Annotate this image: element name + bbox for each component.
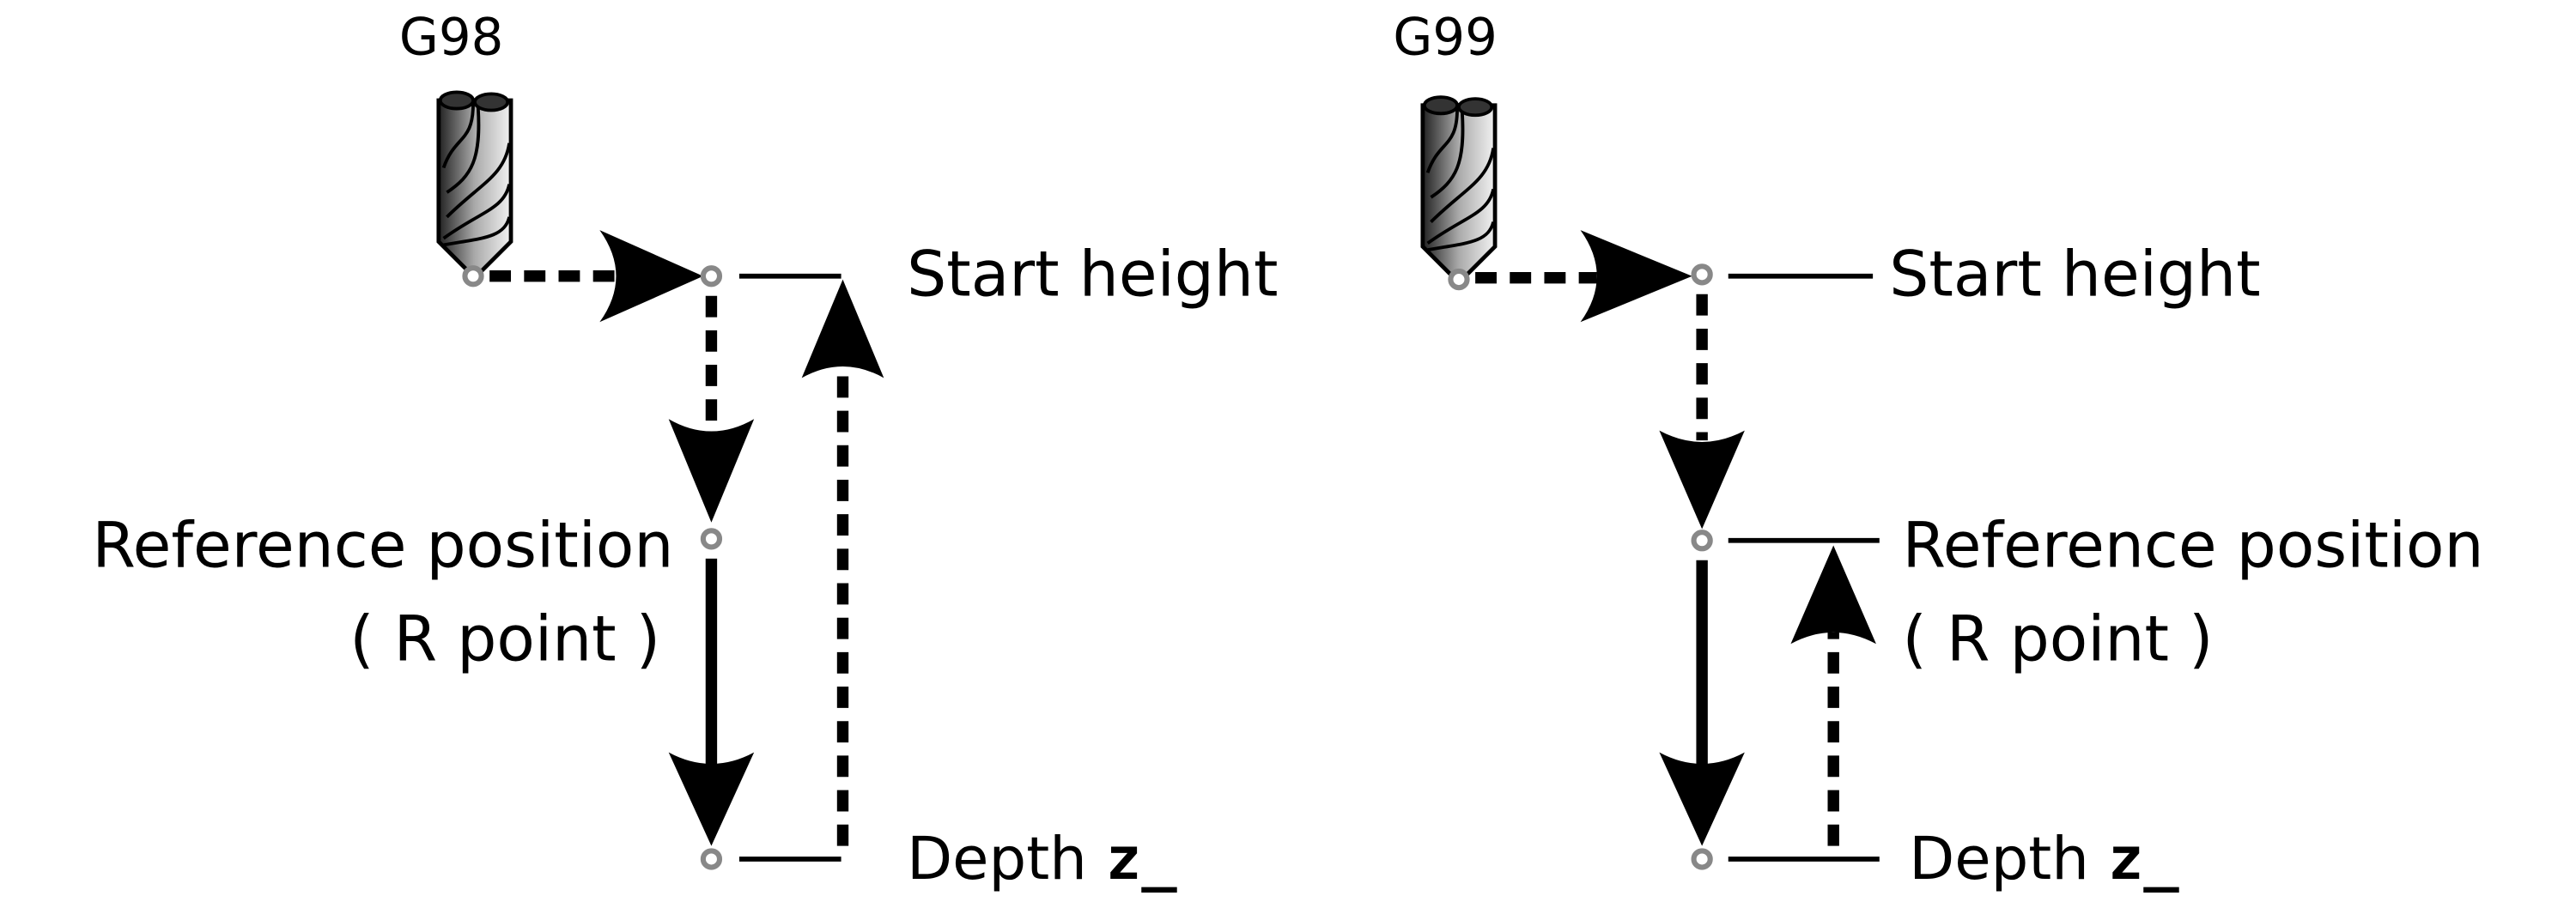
arrow-down-icon [668,419,755,523]
start-height-label: Start height [907,239,1278,312]
arrow-right-icon [1580,230,1692,323]
g98-diagram: G98 Start height Reference position ( R … [92,7,1278,893]
depth-label: Depth z_ [1909,825,2179,893]
r-point [1691,530,1713,552]
r-point-label: ( R point ) [349,603,660,675]
arrow-down-icon [1659,430,1745,530]
initial-point [1448,268,1470,291]
initial-point [462,265,484,288]
arrow-up-icon [1790,545,1876,645]
start-point [700,265,723,288]
reference-position-label: Reference position [92,510,673,582]
depth-label: Depth z_ [907,825,1177,893]
mode-label: G99 [1393,7,1497,66]
start-point [1691,263,1713,286]
r-point-label: ( R point ) [1903,603,2214,675]
arrow-up-icon [801,279,884,378]
depth-point [700,848,723,870]
start-height-label: Start height [1889,239,2260,312]
arrow-down-icon [668,752,755,846]
end-mill-tool-icon [1423,97,1495,282]
r-point [700,528,723,550]
reference-position-label: Reference position [1903,510,2484,582]
arrow-right-icon [599,230,703,323]
mode-label: G98 [399,7,503,66]
g99-diagram: G99 Start height Reference position ( R … [1393,7,2483,893]
end-mill-tool-icon [439,92,511,277]
depth-point [1691,848,1713,870]
arrow-down-icon [1659,752,1745,846]
